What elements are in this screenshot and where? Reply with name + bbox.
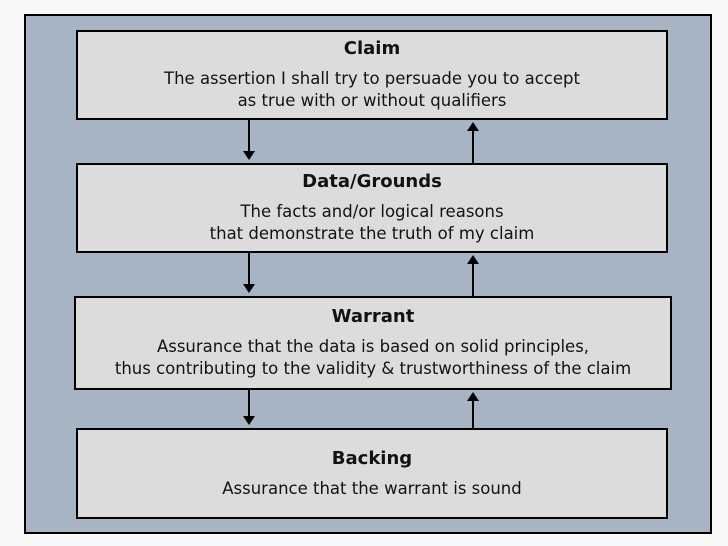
claim-description: The assertion I shall try to persuade yo… bbox=[164, 68, 580, 112]
backing-title: Backing bbox=[331, 447, 413, 469]
text-line: that demonstrate the truth of my claim bbox=[209, 224, 535, 243]
arrowhead-down-icon bbox=[243, 416, 255, 425]
text-line: Assurance that the warrant is sound bbox=[222, 478, 522, 498]
arrow-shaft bbox=[472, 264, 474, 296]
warrant-description: Assurance that the data is based on soli… bbox=[115, 336, 631, 380]
arrow-shaft bbox=[248, 253, 250, 284]
slide-canvas: Claim The assertion I shall try to persu… bbox=[24, 14, 712, 534]
arrow-up-warrant-to-datagrounds bbox=[467, 255, 479, 296]
claim-box: Claim The assertion I shall try to persu… bbox=[76, 30, 668, 120]
text-line: as true with or without qualifiers bbox=[237, 91, 507, 110]
arrow-shaft bbox=[472, 131, 474, 163]
warrant-box: Warrant Assurance that the data is based… bbox=[74, 296, 672, 390]
arrowhead-down-icon bbox=[243, 151, 255, 160]
data-grounds-description: The facts and/or logical reasons that de… bbox=[210, 201, 535, 245]
arrow-up-backing-to-warrant bbox=[467, 392, 479, 428]
arrow-down-claim-to-datagrounds bbox=[243, 120, 255, 160]
backing-description: Assurance that the warrant is sound bbox=[222, 478, 522, 500]
arrowhead-up-icon bbox=[467, 122, 479, 131]
arrow-shaft bbox=[248, 390, 250, 416]
text-line: The assertion I shall try to persuade yo… bbox=[164, 69, 580, 88]
warrant-title: Warrant bbox=[331, 306, 415, 327]
backing-box: Backing Assurance that the warrant is so… bbox=[76, 428, 668, 519]
arrow-shaft bbox=[248, 120, 250, 151]
data-grounds-box: Data/Grounds The facts and/or logical re… bbox=[76, 163, 668, 253]
arrow-shaft bbox=[472, 401, 474, 428]
claim-title: Claim bbox=[343, 38, 401, 59]
arrowhead-down-icon bbox=[243, 284, 255, 293]
text-line: Assurance that the data is based on soli… bbox=[156, 337, 590, 356]
arrow-down-warrant-to-backing bbox=[243, 390, 255, 425]
arrow-up-datagrounds-to-claim bbox=[467, 122, 479, 163]
arrow-down-datagrounds-to-warrant bbox=[243, 253, 255, 293]
arrowhead-up-icon bbox=[467, 392, 479, 401]
data-grounds-title: Data/Grounds bbox=[302, 171, 442, 192]
arrowhead-up-icon bbox=[467, 255, 479, 264]
text-line: thus contributing to the validity & trus… bbox=[114, 359, 632, 378]
text-line: The facts and/or logical reasons bbox=[240, 202, 504, 221]
